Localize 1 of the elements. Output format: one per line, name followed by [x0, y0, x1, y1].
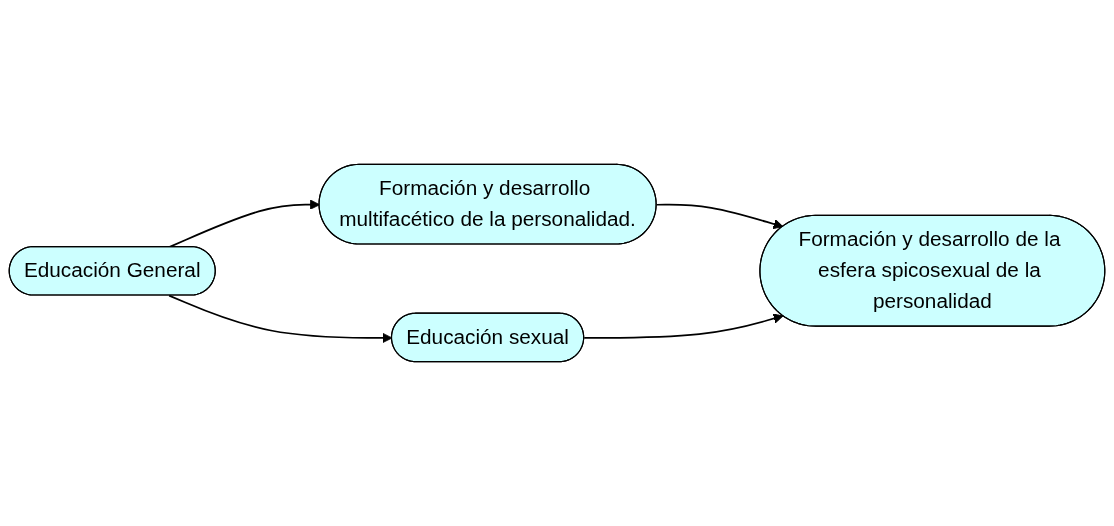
arrow [583, 313, 784, 339]
